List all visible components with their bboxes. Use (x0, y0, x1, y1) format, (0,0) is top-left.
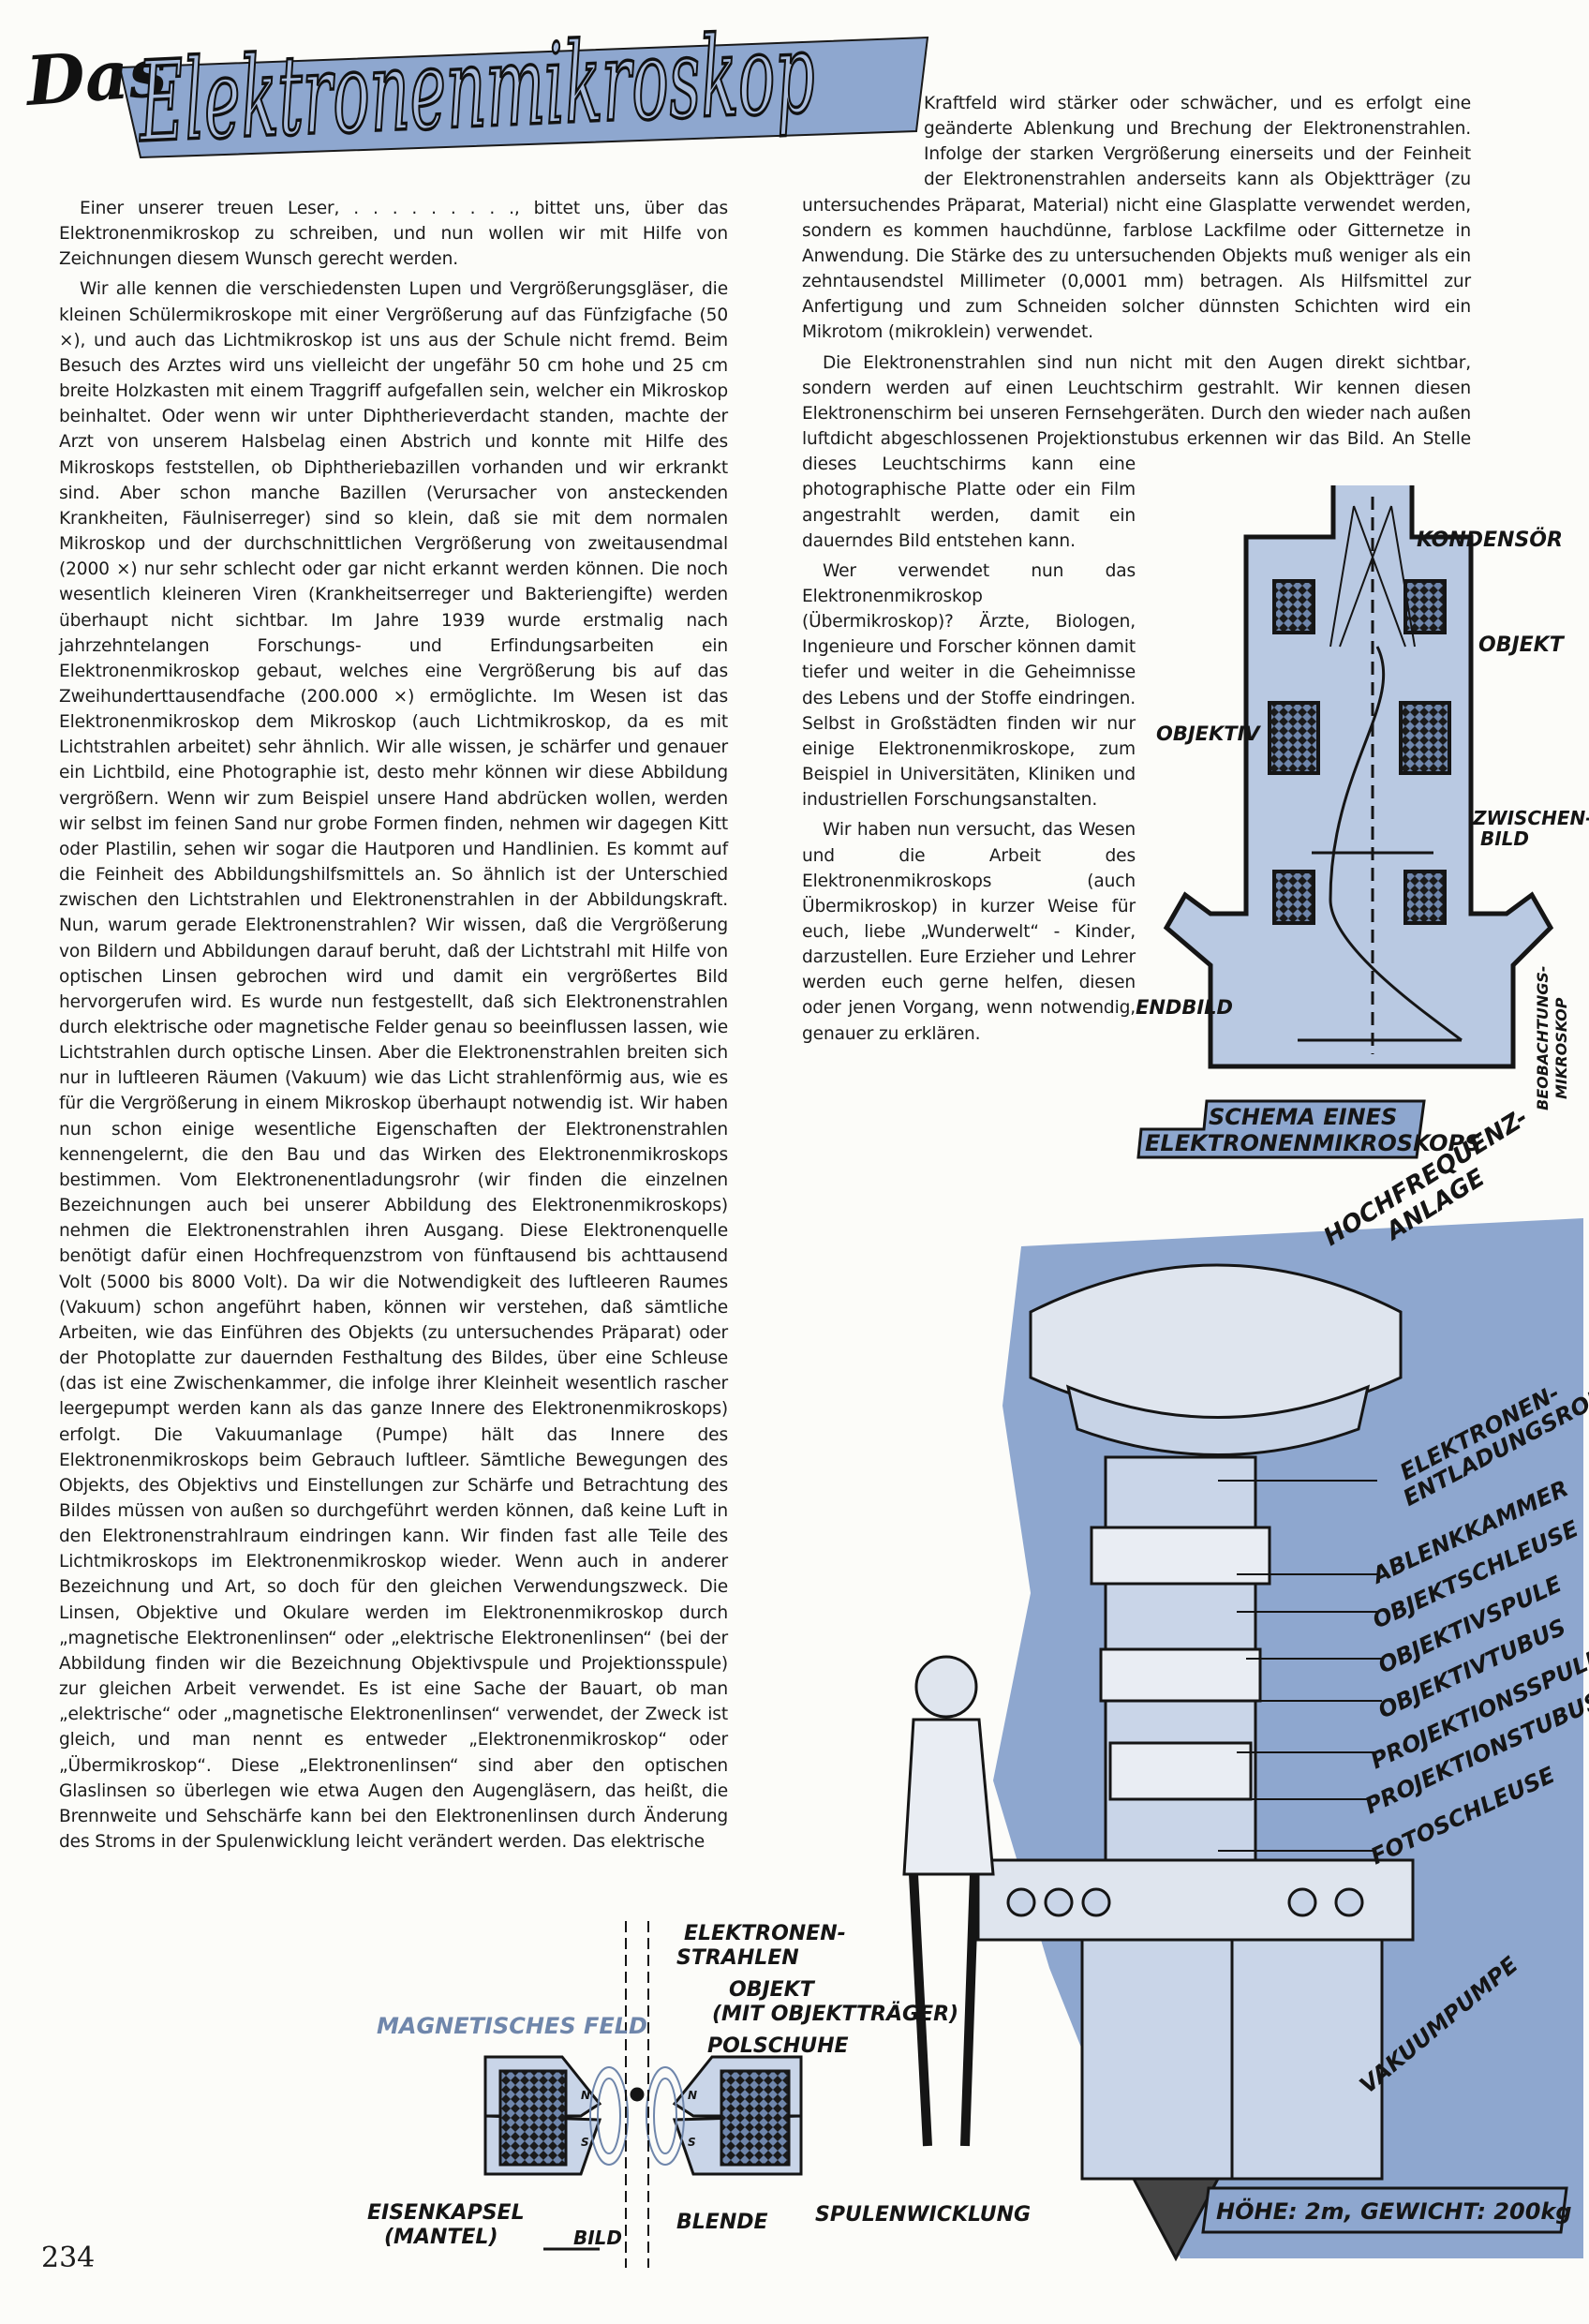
paragraph: Kraftfeld wird stärker oder schwächer, u… (802, 94, 1471, 343)
label-fotoschleuse: FOTOSCHLEUSE (1367, 1762, 1560, 1870)
label-polschuhe: POLSCHUHE (707, 2034, 849, 2058)
label-vakuumpumpe: VAKUUMPUMPE (1355, 1951, 1523, 2099)
paragraph: Einer unserer treuen Leser, . . . . . . … (59, 199, 728, 270)
label-specs: HÖHE: 2m, GEWICHT: 200kg (1216, 2197, 1572, 2225)
title-prefix: Das (22, 32, 169, 121)
label-projektionstubus: PROJEKTIONSTUBUS (1361, 1687, 1589, 1819)
layout-cutout (956, 1256, 1471, 1537)
layout-cutout (389, 1873, 728, 2154)
layout-cutout (1136, 464, 1471, 1021)
title: Das Elektronenmikroskop (22, 7, 929, 169)
layout-indent (802, 91, 924, 192)
label-beobachtungsmikroskop: BEOBACHTUNGS-MIKROSKOP (1534, 965, 1570, 1110)
paragraph: Wer verwendet nun das Elektronenmikrosko… (802, 560, 1136, 811)
page-number: 234 (41, 2242, 96, 2274)
label-eisenkapsel: EISENKAPSEL(MANTEL) (367, 2201, 525, 2249)
label-bild: BILD (573, 2227, 622, 2249)
label-zwischenbild: ZWISCHEN-BILD (1472, 807, 1589, 850)
label-objekt: OBJEKT (1478, 633, 1566, 657)
title-main: Elektronenmikroskop (135, 8, 818, 168)
specs-box (1201, 2186, 1568, 2234)
label-projektionsspule: PROJEKTIONSSPULE (1367, 1644, 1589, 1774)
paragraph: Wir haben nun versucht, das Wesen und di… (802, 820, 1136, 1044)
paragraph: Die Elektronenstrahlen sind nun nicht mi… (802, 352, 1471, 551)
label-spulenwicklung: SPULENWICKLUNG (815, 2203, 1031, 2227)
paragraph: Wir alle kennen die verschiedensten Lupe… (59, 279, 728, 1852)
vacuum-pump-cone (1131, 2177, 1221, 2262)
layout-cutout (1042, 1021, 1471, 1256)
left-column: Einer unserer treuen Leser, . . . . . . … (59, 196, 728, 2154)
label-objektivspule: OBJEKTIVSPULE (1374, 1571, 1567, 1678)
boy-figure (902, 1655, 995, 2147)
label-objekt-mit-objekttraeger: OBJEKT(MIT OBJEKTTRÄGER) (712, 1978, 958, 2026)
label-blende: BLENDE (676, 2211, 768, 2234)
right-column: Kraftfeld wird stärker oder schwächer, u… (802, 91, 1471, 1537)
label-objektivtubus: OBJEKTIVTUBUS (1374, 1614, 1570, 1723)
